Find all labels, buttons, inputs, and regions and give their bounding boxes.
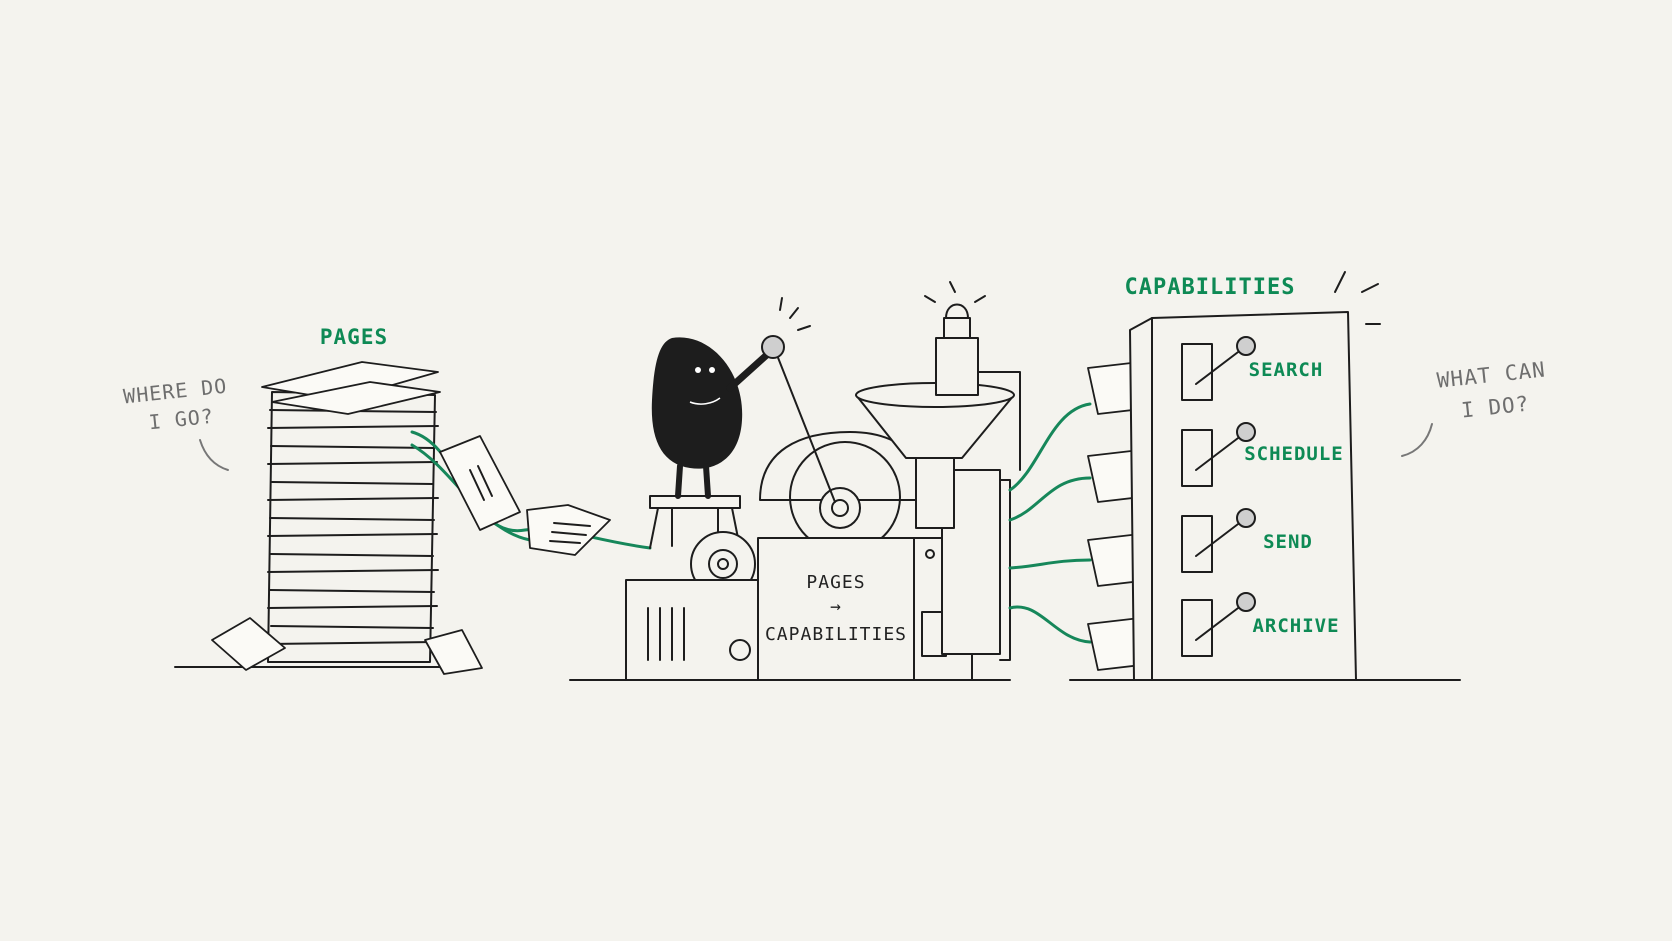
switch-label-send: SEND [1263, 531, 1313, 553]
machine-label-pages: PAGES [806, 572, 865, 593]
bean-character [651, 337, 774, 499]
capability-outputs [1008, 361, 1151, 671]
switch-sockets [1181, 336, 1256, 657]
question-right-line2: I DO? [1460, 392, 1530, 423]
question-left-line2: I GO? [148, 404, 215, 435]
page-feed [410, 430, 652, 556]
stool [649, 495, 741, 549]
machine-label-arrow: → [830, 596, 842, 617]
pages-title: PAGES [320, 325, 388, 349]
capabilities-panel [1129, 271, 1381, 681]
switch-label-schedule: SCHEDULE [1244, 443, 1344, 465]
switch-label-archive: ARCHIVE [1252, 615, 1339, 637]
question-right-line1: WHAT CAN [1436, 357, 1547, 392]
converter-machine: PAGES → CAPABILITIES [625, 281, 1021, 681]
switch-label-search: SEARCH [1249, 359, 1324, 381]
machine-label-capabilities: CAPABILITIES [765, 624, 907, 645]
question-left-line1: WHERE DO [122, 374, 228, 409]
question-left-tail [199, 439, 229, 471]
question-right-tail [1401, 423, 1433, 457]
pages-stack [211, 361, 483, 675]
capabilities-title: CAPABILITIES [1125, 275, 1296, 300]
